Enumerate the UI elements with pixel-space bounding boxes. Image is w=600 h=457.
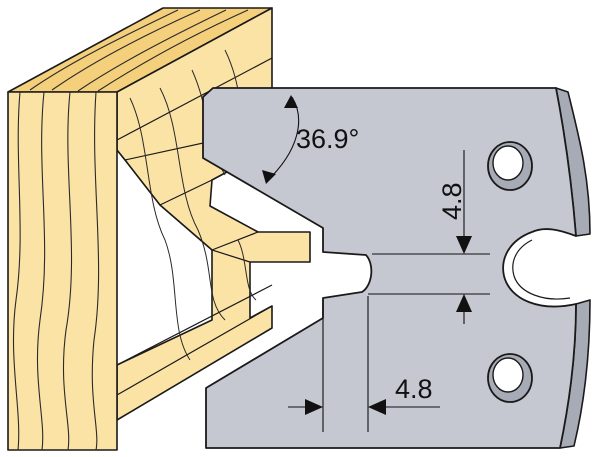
blade-slot-edge xyxy=(512,239,571,300)
horizontal-dim-label: 4.8 xyxy=(395,374,433,404)
horizontal-dim-arrow-right xyxy=(368,399,386,415)
blade-hole-bottom xyxy=(487,353,533,403)
blade-hole-top xyxy=(487,141,533,191)
vertical-dim-arrow-bottom xyxy=(456,294,472,312)
dimensions xyxy=(262,95,490,432)
angle-arrow-bottom xyxy=(262,170,276,184)
vertical-dim-arrow-top xyxy=(456,236,472,254)
wood-end-face xyxy=(7,91,118,451)
horizontal-dim-arrow-left xyxy=(305,399,323,415)
wood-end-grain xyxy=(12,91,100,451)
angle-label: 36.9° xyxy=(296,124,359,154)
vertical-dim-label: 4.8 xyxy=(437,182,467,220)
angle-arrow-top xyxy=(284,95,298,108)
wood-top-grain xyxy=(29,9,249,92)
blade-face xyxy=(202,87,577,449)
cutter-blade xyxy=(202,87,591,449)
